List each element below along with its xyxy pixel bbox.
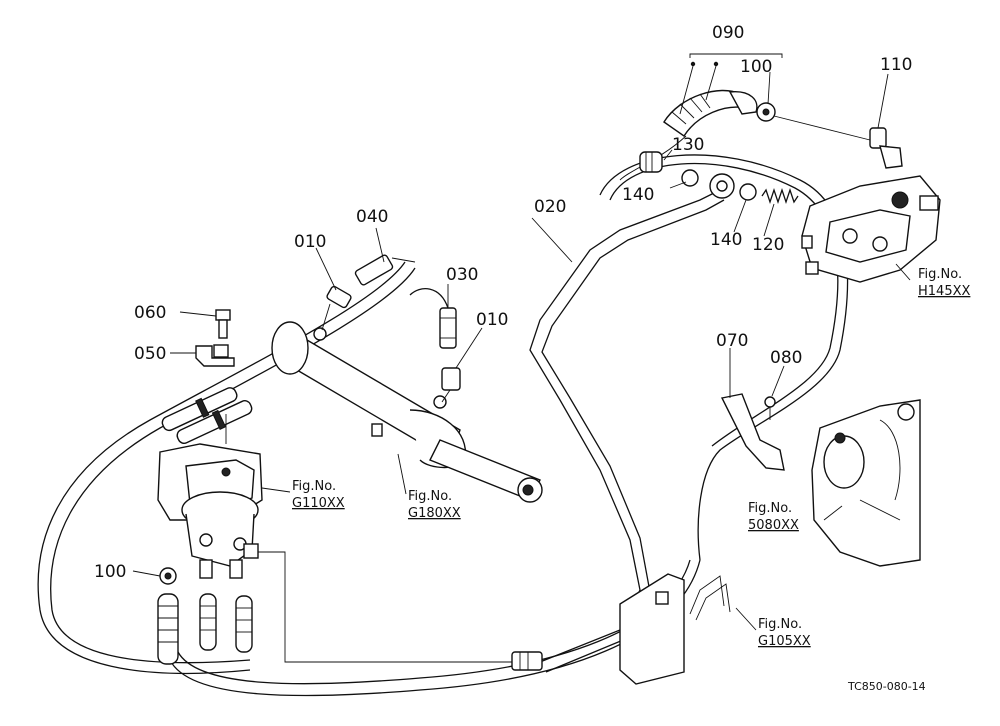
fig-ref-g105-number: G105XX	[758, 634, 811, 649]
bracket-070	[720, 393, 785, 471]
callout-120: 120	[752, 235, 784, 255]
fig-ref-h145-label: Fig.No.	[918, 267, 962, 282]
fig-ref-g105-label: Fig.No.	[758, 617, 802, 632]
fig-ref-g110-number: G110XX	[292, 496, 345, 511]
steering-unit	[157, 414, 263, 579]
drawing-code: TC850-080-14	[847, 680, 926, 693]
callout-040: 040	[356, 207, 388, 227]
fittings-upper	[321, 254, 461, 403]
callout-010-lower: 010	[476, 310, 508, 330]
callout-020: 020	[534, 197, 566, 217]
fig-ref-g180-label: Fig.No.	[408, 489, 452, 504]
hose-end-fittings	[157, 387, 253, 665]
figure-references: Fig.No. H145XX Fig.No. G110XX Fig.No. G1…	[292, 267, 970, 649]
callout-130: 130	[672, 135, 704, 155]
fig-ref-g110-label: Fig.No.	[292, 479, 336, 494]
return-hose-090	[619, 89, 903, 181]
callout-090: 090	[712, 23, 744, 43]
callout-100-lower: 100	[94, 562, 126, 582]
callout-100-upper: 100	[740, 57, 772, 77]
bracket-g105	[619, 573, 731, 685]
steering-cylinder	[271, 321, 543, 503]
callout-010-upper: 010	[294, 232, 326, 252]
relief-assembly	[639, 151, 799, 205]
callout-140-right: 140	[710, 230, 742, 250]
callout-090-bracket	[679, 53, 783, 115]
callout-070: 070	[716, 331, 748, 351]
fig-ref-5080-number: 5080XX	[748, 518, 799, 533]
callout-060: 060	[134, 303, 166, 323]
callout-050: 050	[134, 344, 166, 364]
engine-block	[811, 399, 921, 567]
hydraulic-pump	[801, 175, 941, 283]
leader-lines	[132, 71, 911, 631]
fig-ref-5080-label: Fig.No.	[748, 501, 792, 516]
fig-ref-g180-number: G180XX	[408, 506, 461, 521]
fig-ref-h145-number: H145XX	[918, 284, 970, 299]
callout-140-left: 140	[622, 185, 654, 205]
callout-080: 080	[770, 348, 802, 368]
callout-110: 110	[880, 55, 912, 75]
bolt-and-bracket	[195, 309, 235, 367]
callout-labels: 090 100 110 130 140 020 140 120 040 010 …	[94, 23, 912, 582]
callout-030: 030	[446, 265, 478, 285]
